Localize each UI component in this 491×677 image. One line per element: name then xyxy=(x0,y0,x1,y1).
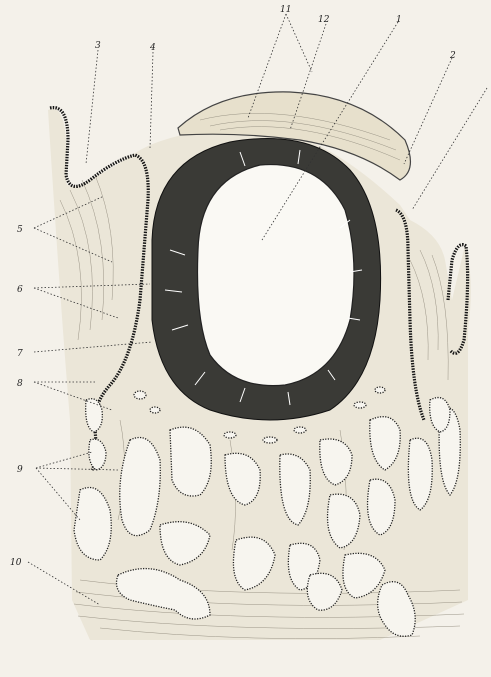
label-11: 11 xyxy=(280,5,291,15)
label-6: 6 xyxy=(17,285,23,295)
label-3: 3 xyxy=(95,41,101,51)
label-2: 2 xyxy=(449,51,456,61)
label-4: 4 xyxy=(149,43,156,53)
cyst-lumen xyxy=(198,165,355,386)
label-1: 1 xyxy=(396,15,402,25)
label-10: 10 xyxy=(10,558,22,568)
label-5: 5 xyxy=(17,225,23,235)
label-8: 8 xyxy=(17,379,23,389)
label-9: 9 xyxy=(17,465,23,475)
label-7: 7 xyxy=(17,349,23,359)
label-12: 12 xyxy=(318,15,330,25)
